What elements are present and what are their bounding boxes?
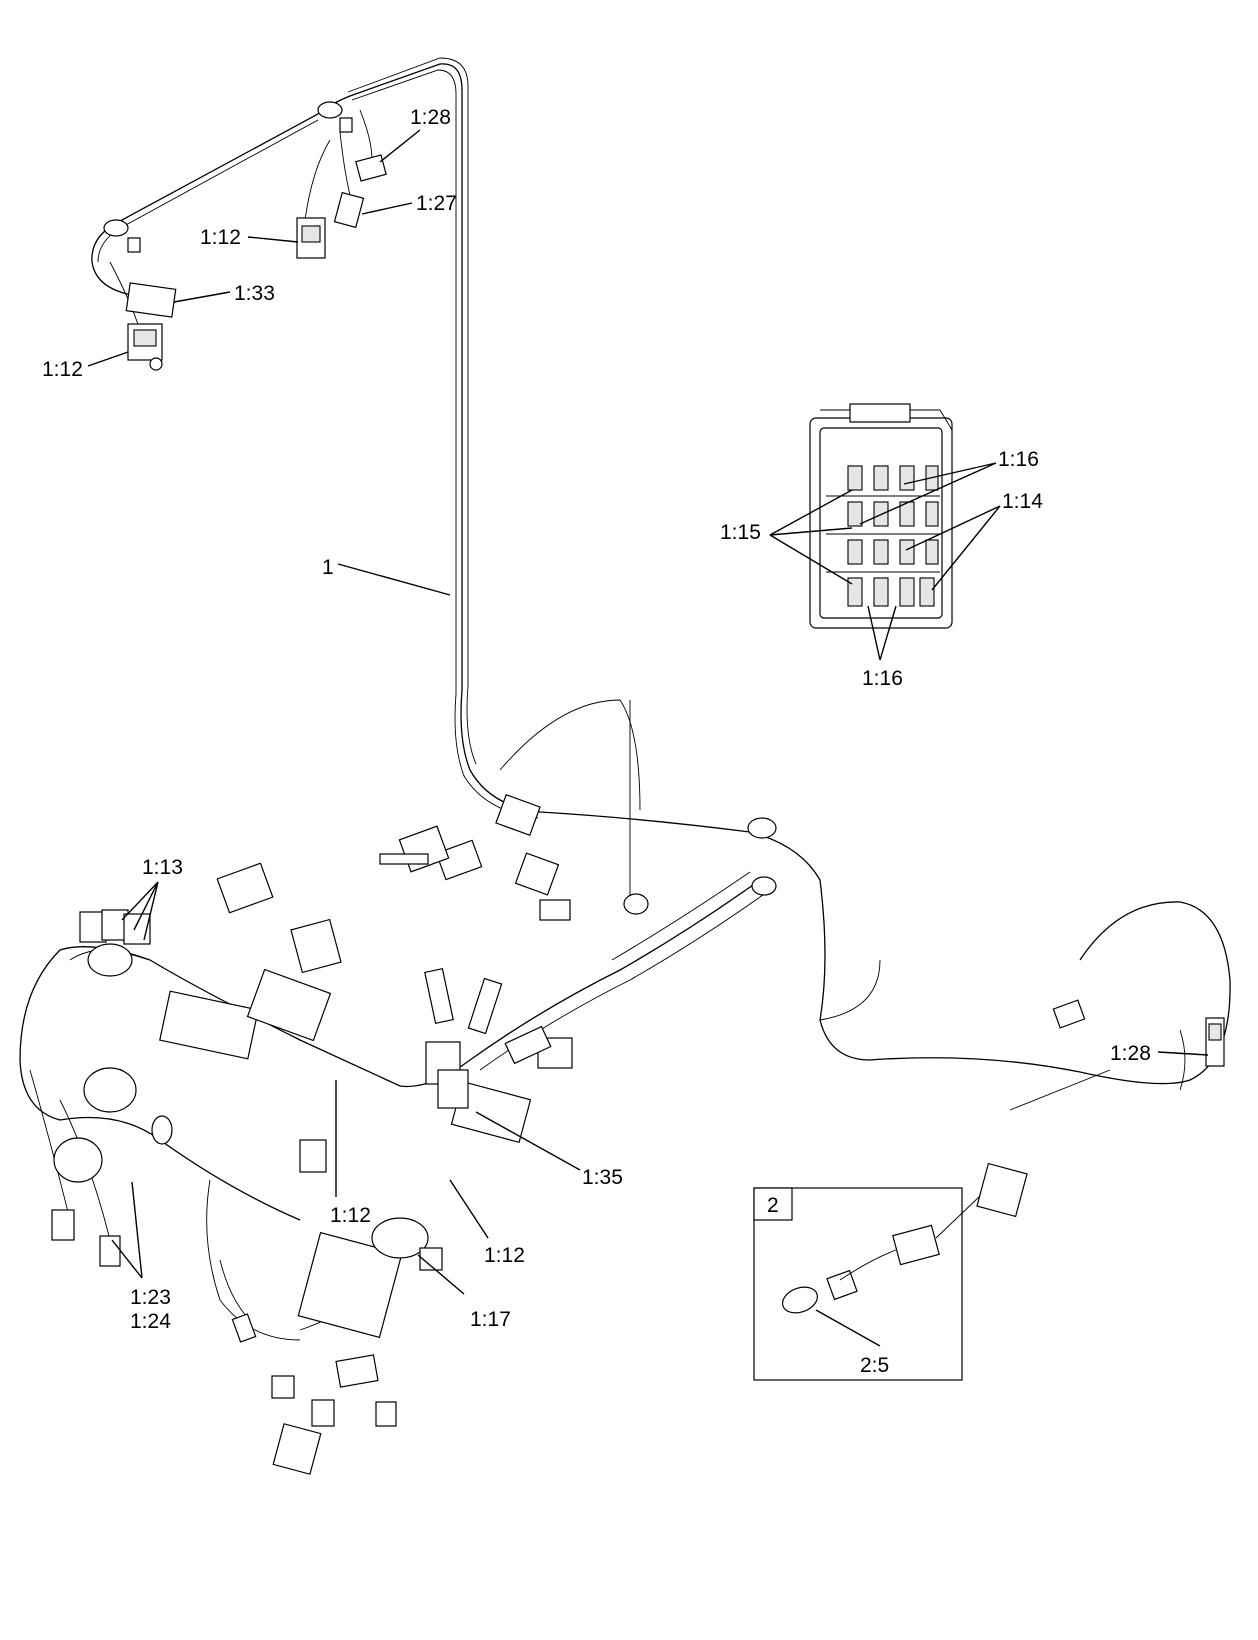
callout-1-27: 1:27: [416, 192, 457, 215]
fuse-row-3: [847, 539, 939, 565]
callout-labels: 1 1:28 1:27 1:12 1:33 1:12 1:16 1:14 1:1…: [42, 106, 1151, 1377]
callout-1-17: 1:17: [470, 1308, 511, 1331]
callout-1-23: 1:23: [130, 1286, 171, 1309]
callout-1-12-mid-right: 1:12: [484, 1244, 525, 1267]
main-harness-body: [19, 598, 1231, 1475]
callout-1-28-right: 1:28: [1110, 1042, 1151, 1065]
upper-harness-branch: [91, 57, 469, 598]
callout-1-13: 1:13: [142, 856, 183, 879]
callout-1-14: 1:14: [1002, 490, 1043, 513]
fuse-relay-box: [809, 403, 953, 629]
leader-lines: [87, 129, 1209, 1347]
callout-1-16-top: 1:16: [998, 448, 1039, 471]
callout-1-16-bottom: 1:16: [862, 667, 903, 690]
callout-1-15: 1:15: [720, 521, 761, 544]
callout-1-12-left: 1:12: [42, 358, 83, 381]
callout-1-28-top: 1:28: [410, 106, 451, 129]
callout-1-24: 1:24: [130, 1310, 171, 1333]
callout-1-12-top: 1:12: [200, 226, 241, 249]
fuse-row-1: [847, 465, 939, 491]
inset-number-2: 2: [767, 1194, 779, 1217]
callout-1-33: 1:33: [234, 282, 275, 305]
callout-2-5: 2:5: [860, 1354, 889, 1377]
inset-box-2: [753, 1187, 981, 1381]
callout-1-12-mid-left: 1:12: [330, 1204, 371, 1227]
callout-1: 1: [322, 556, 334, 579]
callout-1-35: 1:35: [582, 1166, 623, 1189]
fuse-row-4: [847, 577, 935, 607]
